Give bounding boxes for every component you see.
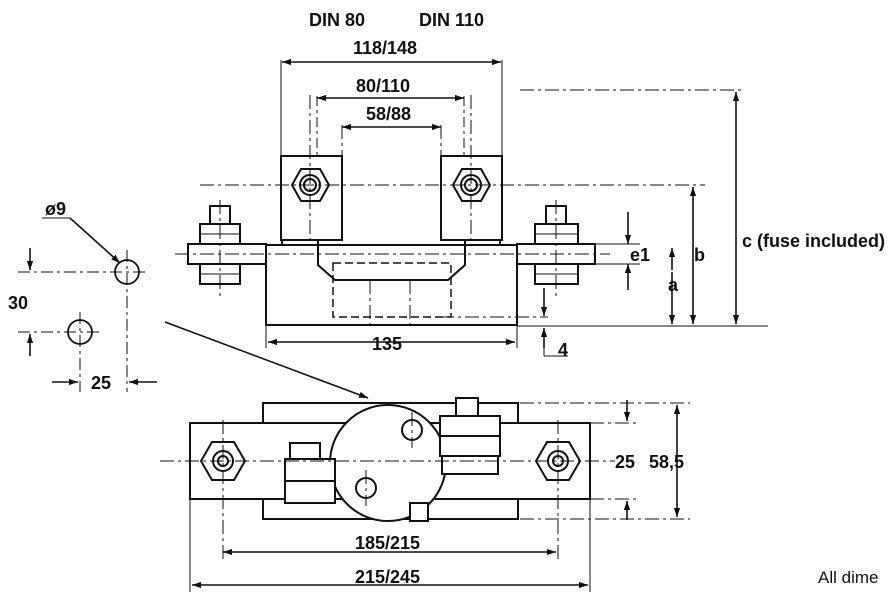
- front-centerlines: [175, 89, 745, 330]
- footnote: All dime: [818, 568, 879, 587]
- hole-centerlines: [18, 250, 148, 392]
- label-4: 4: [558, 340, 568, 360]
- base-block: [265, 244, 518, 326]
- label-185-215: 185/215: [355, 533, 420, 553]
- label-58-5: 58,5: [649, 452, 684, 472]
- label-25-hole: 25: [91, 373, 111, 393]
- label-30: 30: [8, 293, 28, 313]
- label-215-245: 215/245: [355, 567, 420, 587]
- label-135: 135: [372, 334, 402, 354]
- label-din110: DIN 110: [419, 10, 484, 30]
- label-25: 25: [615, 452, 635, 472]
- hole-pattern: [67, 259, 140, 345]
- dimension-labels: DIN 80 DIN 110 118/148 80/110 58/88 c (f…: [8, 10, 885, 587]
- top-dimensions: [189, 400, 681, 592]
- top-centerlines: [160, 402, 690, 560]
- label-e1: e1: [630, 245, 650, 265]
- right-hex-nut: [451, 168, 492, 202]
- recess-hidden-line: [332, 262, 452, 318]
- front-view: [187, 155, 596, 326]
- label-din80: DIN 80: [309, 10, 365, 30]
- label-58-88: 58/88: [366, 104, 411, 124]
- label-80-110: 80/110: [356, 76, 410, 96]
- label-phi9: ø9: [45, 199, 66, 219]
- hole-dimensions: [26, 217, 369, 399]
- label-118-148: 118/148: [353, 38, 417, 58]
- label-a: a: [668, 275, 679, 295]
- top-view: [189, 397, 591, 522]
- label-b: b: [694, 245, 705, 265]
- front-dimensions: [265, 58, 768, 357]
- label-c: c (fuse included): [742, 231, 885, 251]
